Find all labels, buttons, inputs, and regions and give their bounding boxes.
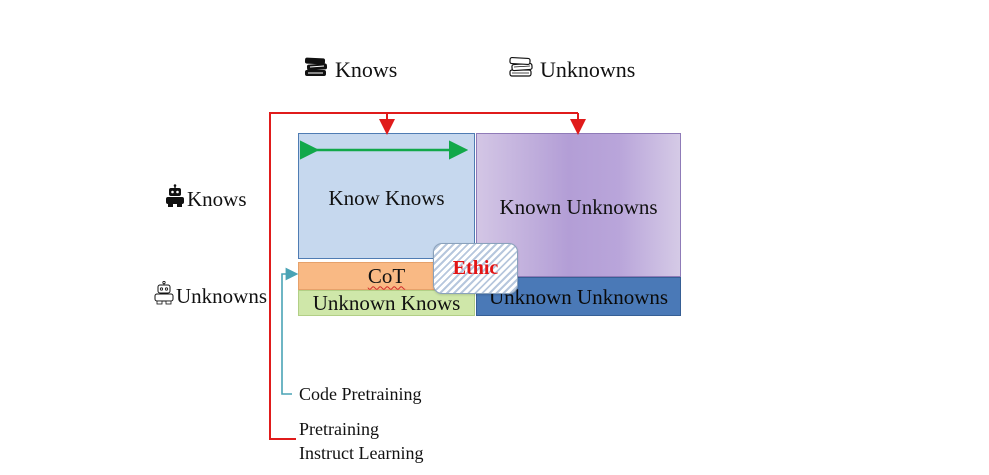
row-label-knows-text: Knows bbox=[187, 186, 247, 211]
ethic-badge: Ethic bbox=[433, 243, 518, 294]
row-label-unknowns-text: Unknowns bbox=[176, 283, 268, 308]
unknown-knowns-box: Unknown Knows bbox=[298, 290, 475, 316]
unknown-unknowns-label: Unknown Unknowns bbox=[488, 285, 669, 309]
instruct-learning-label: Instruct Learning bbox=[299, 443, 424, 463]
robot-outline-icon bbox=[154, 280, 174, 311]
row-label-knows: Knows bbox=[165, 184, 247, 214]
books-icon bbox=[303, 55, 329, 85]
column-header-knows-label: Knows bbox=[335, 57, 398, 82]
known-unknowns-label: Known Unknowns bbox=[499, 194, 658, 219]
column-header-knows: Knows bbox=[303, 55, 397, 85]
row-label-unknowns: Unknowns bbox=[154, 280, 268, 311]
teal-bracket-line bbox=[281, 267, 299, 395]
books-outline-icon bbox=[508, 55, 534, 85]
cot-label: CoT bbox=[367, 263, 406, 288]
unknown-knowns-label: Unknown Knows bbox=[312, 290, 461, 315]
red-bracket-line bbox=[269, 112, 578, 440]
robot-icon bbox=[165, 184, 185, 214]
pretraining-label: Pretraining bbox=[299, 419, 379, 439]
column-header-unknowns-label: Unknowns bbox=[540, 57, 636, 82]
column-header-unknowns: Unknowns bbox=[508, 55, 635, 85]
code-pretraining-label: Code Pretraining bbox=[299, 384, 422, 404]
known-knowns-label: Know Knows bbox=[328, 185, 445, 210]
ethic-label: Ethic bbox=[452, 257, 499, 279]
unknown-unknowns-box: Unknown Unknowns bbox=[476, 277, 681, 316]
